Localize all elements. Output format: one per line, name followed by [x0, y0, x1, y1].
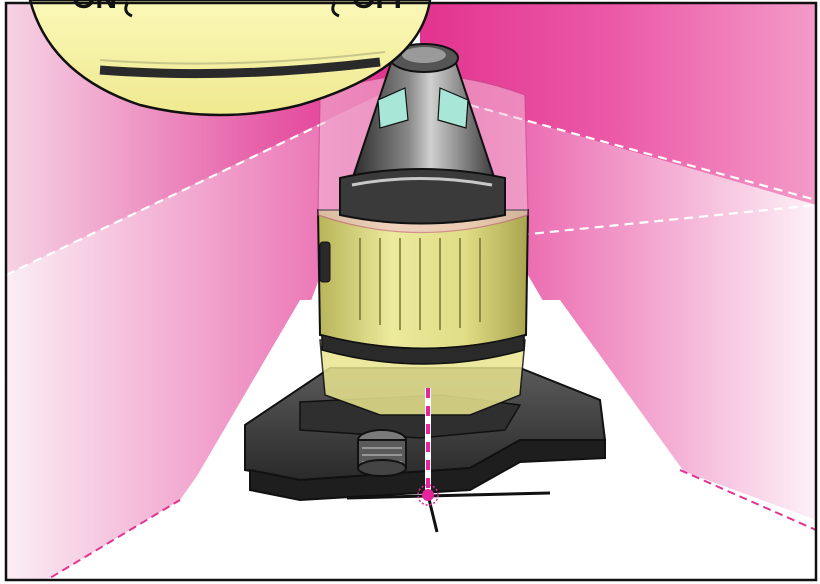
threaded-mount-icon	[358, 430, 406, 476]
laser-housing	[318, 44, 528, 415]
